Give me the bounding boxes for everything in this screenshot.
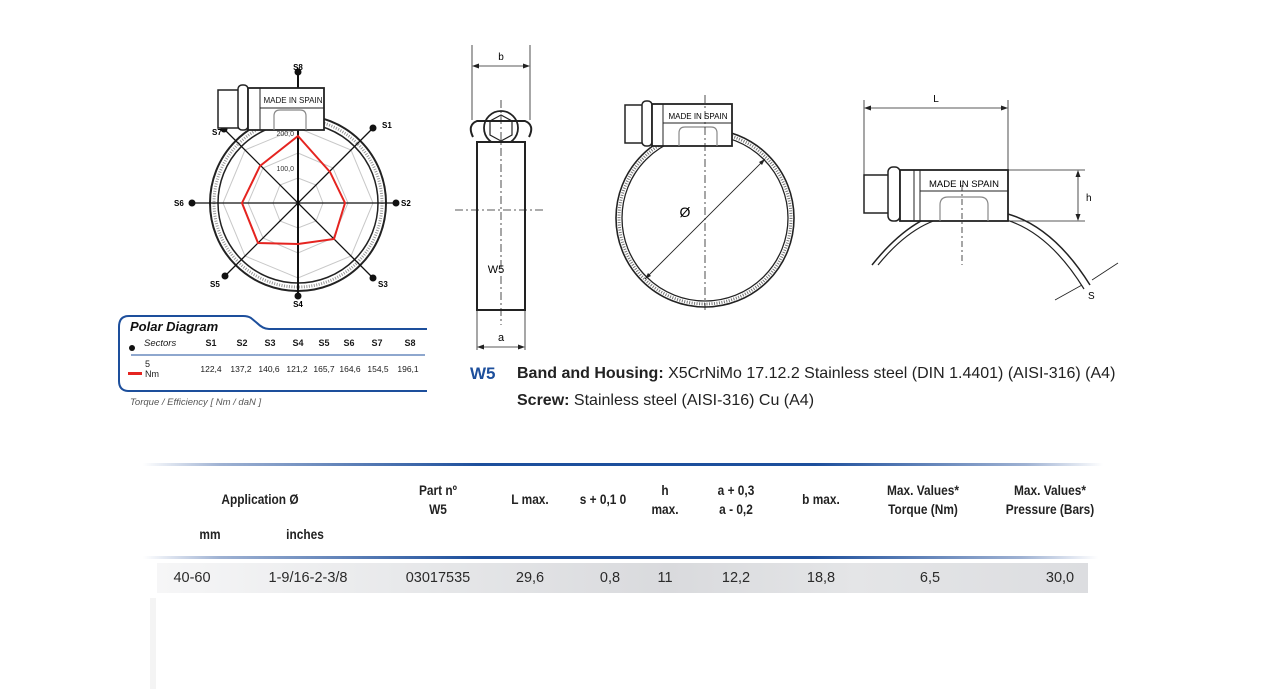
svg-text:Ø: Ø [680, 204, 691, 220]
screw-value: Stainless steel (AISI-316) Cu (A4) [573, 392, 815, 409]
svg-text:W5: W5 [488, 264, 505, 276]
svg-text:S: S [1088, 291, 1095, 302]
series-swatch-icon [128, 372, 142, 375]
polar-legend-title: Polar Diagram [130, 319, 219, 334]
axis-label-s1: S1 [382, 121, 392, 130]
header-part-no: Part nº W5 [418, 483, 458, 517]
axis-label-s5: S5 [210, 280, 220, 289]
table-top-rule [143, 463, 1103, 466]
header-b-max: b max. [802, 492, 840, 507]
page-edge-shadow [150, 598, 156, 689]
header-mm: mm [199, 527, 221, 542]
cell-h: 11 [657, 570, 673, 586]
cell-l-max: 29,6 [515, 570, 545, 586]
cell-part-no: 03017535 [405, 570, 471, 586]
header-s: s + 0,1 0 [579, 492, 627, 507]
cell-b-max: 18,8 [806, 570, 836, 586]
screw-label: Screw: [517, 392, 570, 409]
cell-torque: 6,5 [919, 570, 941, 586]
svg-text:a: a [498, 332, 505, 344]
cell-pressure: 30,0 [1045, 570, 1075, 586]
header-a: a + 0,3 a - 0,2 [717, 483, 755, 517]
bullet-icon [129, 345, 135, 351]
svg-text:h: h [1086, 193, 1092, 204]
band-housing-label: Band and Housing: [517, 365, 664, 382]
svg-text:MADE IN SPAIN: MADE IN SPAIN [264, 96, 323, 105]
grid-label-200: 200,0 [276, 131, 294, 138]
header-torque: Max. Values* Torque (Nm) [887, 483, 959, 517]
header-inches: inches [286, 527, 324, 542]
header-h-max: h max. [651, 483, 679, 517]
side-view-drawing: b W5 a [455, 45, 545, 350]
axis-label-s7: S7 [212, 128, 222, 137]
table-header-rule [143, 556, 1098, 559]
svg-text:MADE IN SPAIN: MADE IN SPAIN [669, 112, 728, 121]
cell-s: 0,8 [599, 570, 621, 586]
model-code: W5 [470, 364, 496, 383]
polar-diagram: MADE IN SPAIN S8 S1 S2 S3 S4 S5 S6 S7 20… [174, 63, 411, 309]
axis-label-s8: S8 [293, 63, 303, 72]
band-housing-spec: Band and Housing: X5CrNiMo 17.12.2 Stain… [517, 365, 1115, 383]
front-view-drawing: MADE IN SPAIN Ø [615, 95, 795, 310]
materials-band-line: W5 [470, 364, 496, 384]
cell-inches: 1-9/16-2-3/8 [268, 570, 348, 586]
axis-label-s6: S6 [174, 199, 184, 208]
svg-text:MADE IN SPAIN: MADE IN SPAIN [929, 179, 999, 190]
header-pressure: Max. Values* Pressure (Bars) [1005, 483, 1095, 517]
svg-text:b: b [498, 52, 504, 63]
detail-view-drawing: L MADE IN SPAIN h S [863, 94, 1119, 302]
axis-label-s4: S4 [293, 300, 303, 309]
screw-spec: Screw: Stainless steel (AISI-316) Cu (A4… [517, 392, 814, 410]
polar-legend-caption: Torque / Efficiency [ Nm / daN ] [130, 397, 262, 408]
table-row [157, 563, 1088, 593]
band-housing-value: X5CrNiMo 17.12.2 Stainless steel (DIN 1.… [668, 365, 1116, 382]
header-l-max: L max. [511, 492, 549, 507]
grid-label-100: 100,0 [276, 166, 294, 173]
svg-text:L: L [933, 94, 939, 105]
cell-mm: 40-60 [173, 570, 211, 586]
axis-label-s3: S3 [378, 280, 388, 289]
axis-label-s2: S2 [401, 199, 411, 208]
polar-legend-frame [118, 315, 427, 392]
cell-a: 12,2 [721, 570, 751, 586]
header-application: Application Ø [221, 492, 299, 507]
